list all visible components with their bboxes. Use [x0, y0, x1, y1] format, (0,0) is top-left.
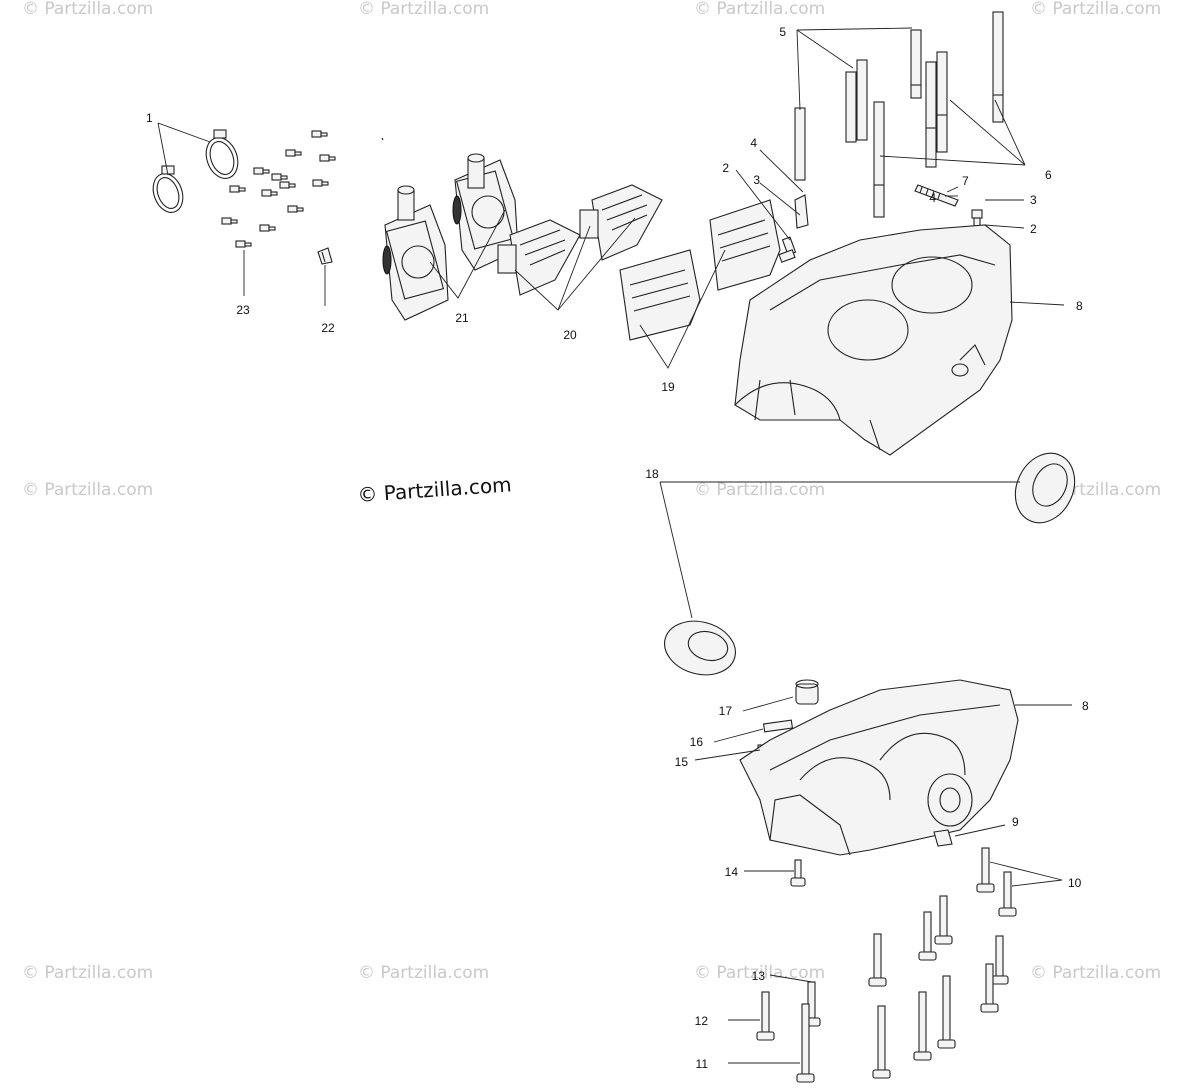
callout-4a: 4: [750, 136, 757, 150]
part-upper-crankcase: [734, 224, 1013, 456]
callout-17: 17: [719, 704, 733, 718]
callout-12: 12: [695, 1014, 709, 1028]
watermark-text: © Partzilla.com: [694, 0, 825, 19]
callout-2b: 2: [1030, 222, 1037, 236]
watermark-text: © Partzilla.com: [358, 0, 489, 19]
callout-22: 22: [321, 321, 335, 335]
watermark-text: © Partzilla.com: [358, 963, 489, 983]
part-short-bolt: [790, 859, 806, 887]
callout-13: 13: [752, 969, 766, 983]
callout-23: 23: [236, 303, 250, 317]
part-lower-crankcase: [739, 679, 1019, 856]
part-threaded-stud: [914, 184, 959, 207]
callout-2a: 2: [722, 161, 729, 175]
callout-16: 16: [690, 735, 704, 749]
watermark-text: © Partzilla.com: [22, 480, 153, 500]
callout-3b: 3: [1030, 193, 1037, 207]
callout-10: 10: [1068, 876, 1082, 890]
part-seals: [664, 452, 1076, 676]
leader-lines: [157, 27, 1072, 1064]
part-reed-adapter-left: [382, 185, 449, 321]
part-crankcase-bolts: [756, 847, 1017, 1083]
callout-8b: 8: [1082, 699, 1089, 713]
callout-19: 19: [661, 380, 675, 394]
watermark-row-middle: © Partzilla.com © Partzilla.com © Partzi…: [22, 480, 1161, 500]
callout-3a: 3: [753, 173, 760, 187]
part-cylinder-studs: [794, 11, 1004, 218]
part-small-bolts: [221, 130, 336, 248]
part-reed-adapter-right: [452, 153, 519, 271]
part-dowels: [778, 194, 983, 263]
callout-8a: 8: [1076, 299, 1083, 313]
callout-14: 14: [725, 865, 739, 879]
watermark-main: © Partzilla.com: [357, 472, 513, 507]
part-bushing: [795, 679, 819, 705]
callout-15: 15: [675, 755, 689, 769]
callout-7: 7: [962, 174, 969, 188]
watermark-text: © Partzilla.com: [22, 0, 153, 19]
callout-1: 1: [146, 111, 153, 125]
watermark-text: © Partzilla.com: [1030, 963, 1161, 983]
part-plug: [933, 829, 953, 847]
callout-20: 20: [563, 328, 577, 342]
watermark-row-bottom: © Partzilla.com © Partzilla.com © Partzi…: [22, 963, 1161, 983]
callout-9: 9: [1012, 815, 1019, 829]
callout-labels: 1 23 22 21 20 19 5 6 4 2 3 7 3 2 4 8 18 …: [146, 25, 1089, 1071]
watermark-text: © Partzilla.com: [694, 963, 825, 983]
part-pin: [762, 719, 794, 733]
watermark-text: © Partzilla.com: [1030, 0, 1161, 19]
watermark-row-top: © Partzilla.com © Partzilla.com © Partzi…: [22, 0, 1161, 19]
part-reed-stuffers: [497, 184, 663, 296]
part-clip: [317, 247, 333, 265]
watermark-text: © Partzilla.com: [22, 963, 153, 983]
callout-11: 11: [696, 1057, 709, 1071]
stray-mark: [381, 137, 384, 141]
callout-6: 6: [1045, 168, 1052, 182]
callout-18: 18: [645, 467, 659, 481]
callout-4b: 4: [929, 191, 936, 205]
callout-21: 21: [455, 311, 469, 325]
watermark-text: © Partzilla.com: [694, 480, 825, 500]
callout-5: 5: [779, 25, 786, 39]
